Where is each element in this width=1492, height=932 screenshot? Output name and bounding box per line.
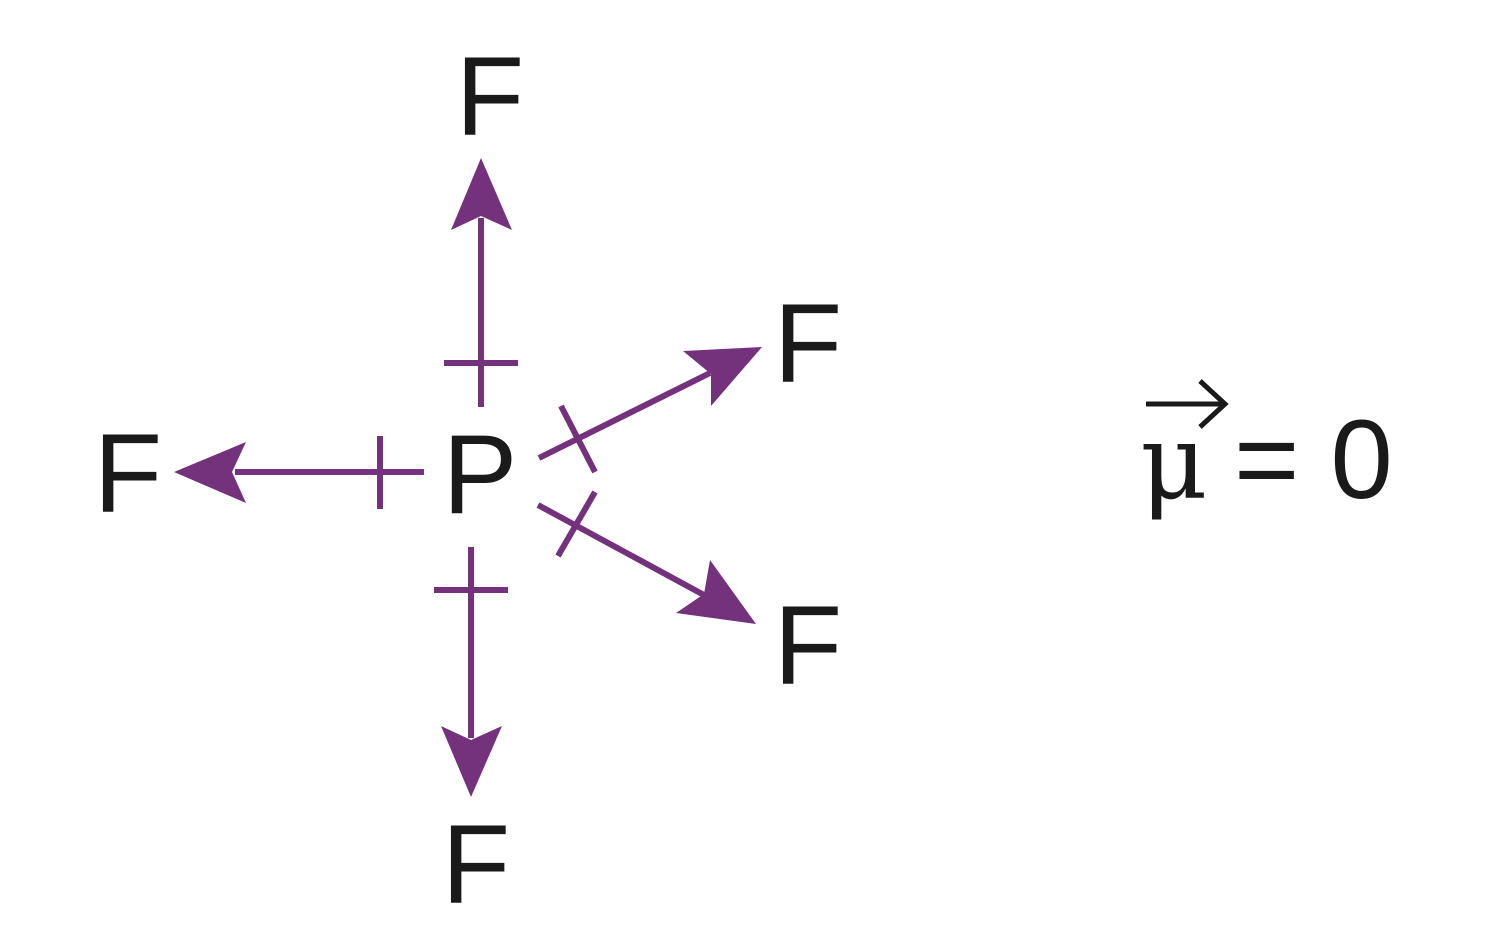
dipole-arrow-lower-right-shaft xyxy=(536,502,706,598)
dipole-arrow-lower-right xyxy=(536,490,756,624)
dipole-arrow-upper-right-shaft xyxy=(537,370,712,461)
dipole-arrow-bottom-head xyxy=(441,726,502,797)
central-atom-label: P xyxy=(443,412,518,537)
dipole-arrow-lower-right-head xyxy=(676,560,756,624)
dipole-arrow-top xyxy=(444,158,518,407)
dipole-moment-symbol: μ xyxy=(1140,401,1208,523)
ligand-label-upper-right: F xyxy=(774,281,842,406)
ligand-label-left: F xyxy=(94,411,162,536)
dipole-arrow-top-head xyxy=(451,158,512,230)
ligand-label-lower-right: F xyxy=(774,583,842,708)
ligand-label-bottom: F xyxy=(442,802,510,927)
dipole-arrow-upper-right-cross xyxy=(558,404,598,474)
dipole-arrow-left-head xyxy=(174,442,246,503)
dipole-arrow-upper-right xyxy=(537,347,762,474)
dipole-arrow-left xyxy=(174,436,424,509)
dipole-moment-value: = 0 xyxy=(1234,397,1393,522)
net-dipole-expression: μ = 0 xyxy=(1140,379,1393,523)
dipole-arrow-upper-right-head xyxy=(683,347,762,406)
ligand-label-top: F xyxy=(456,34,524,159)
vector-arrow-icon xyxy=(1146,379,1229,429)
dipole-arrow-lower-right-cross xyxy=(555,490,598,558)
dipole-arrow-bottom xyxy=(434,547,508,797)
